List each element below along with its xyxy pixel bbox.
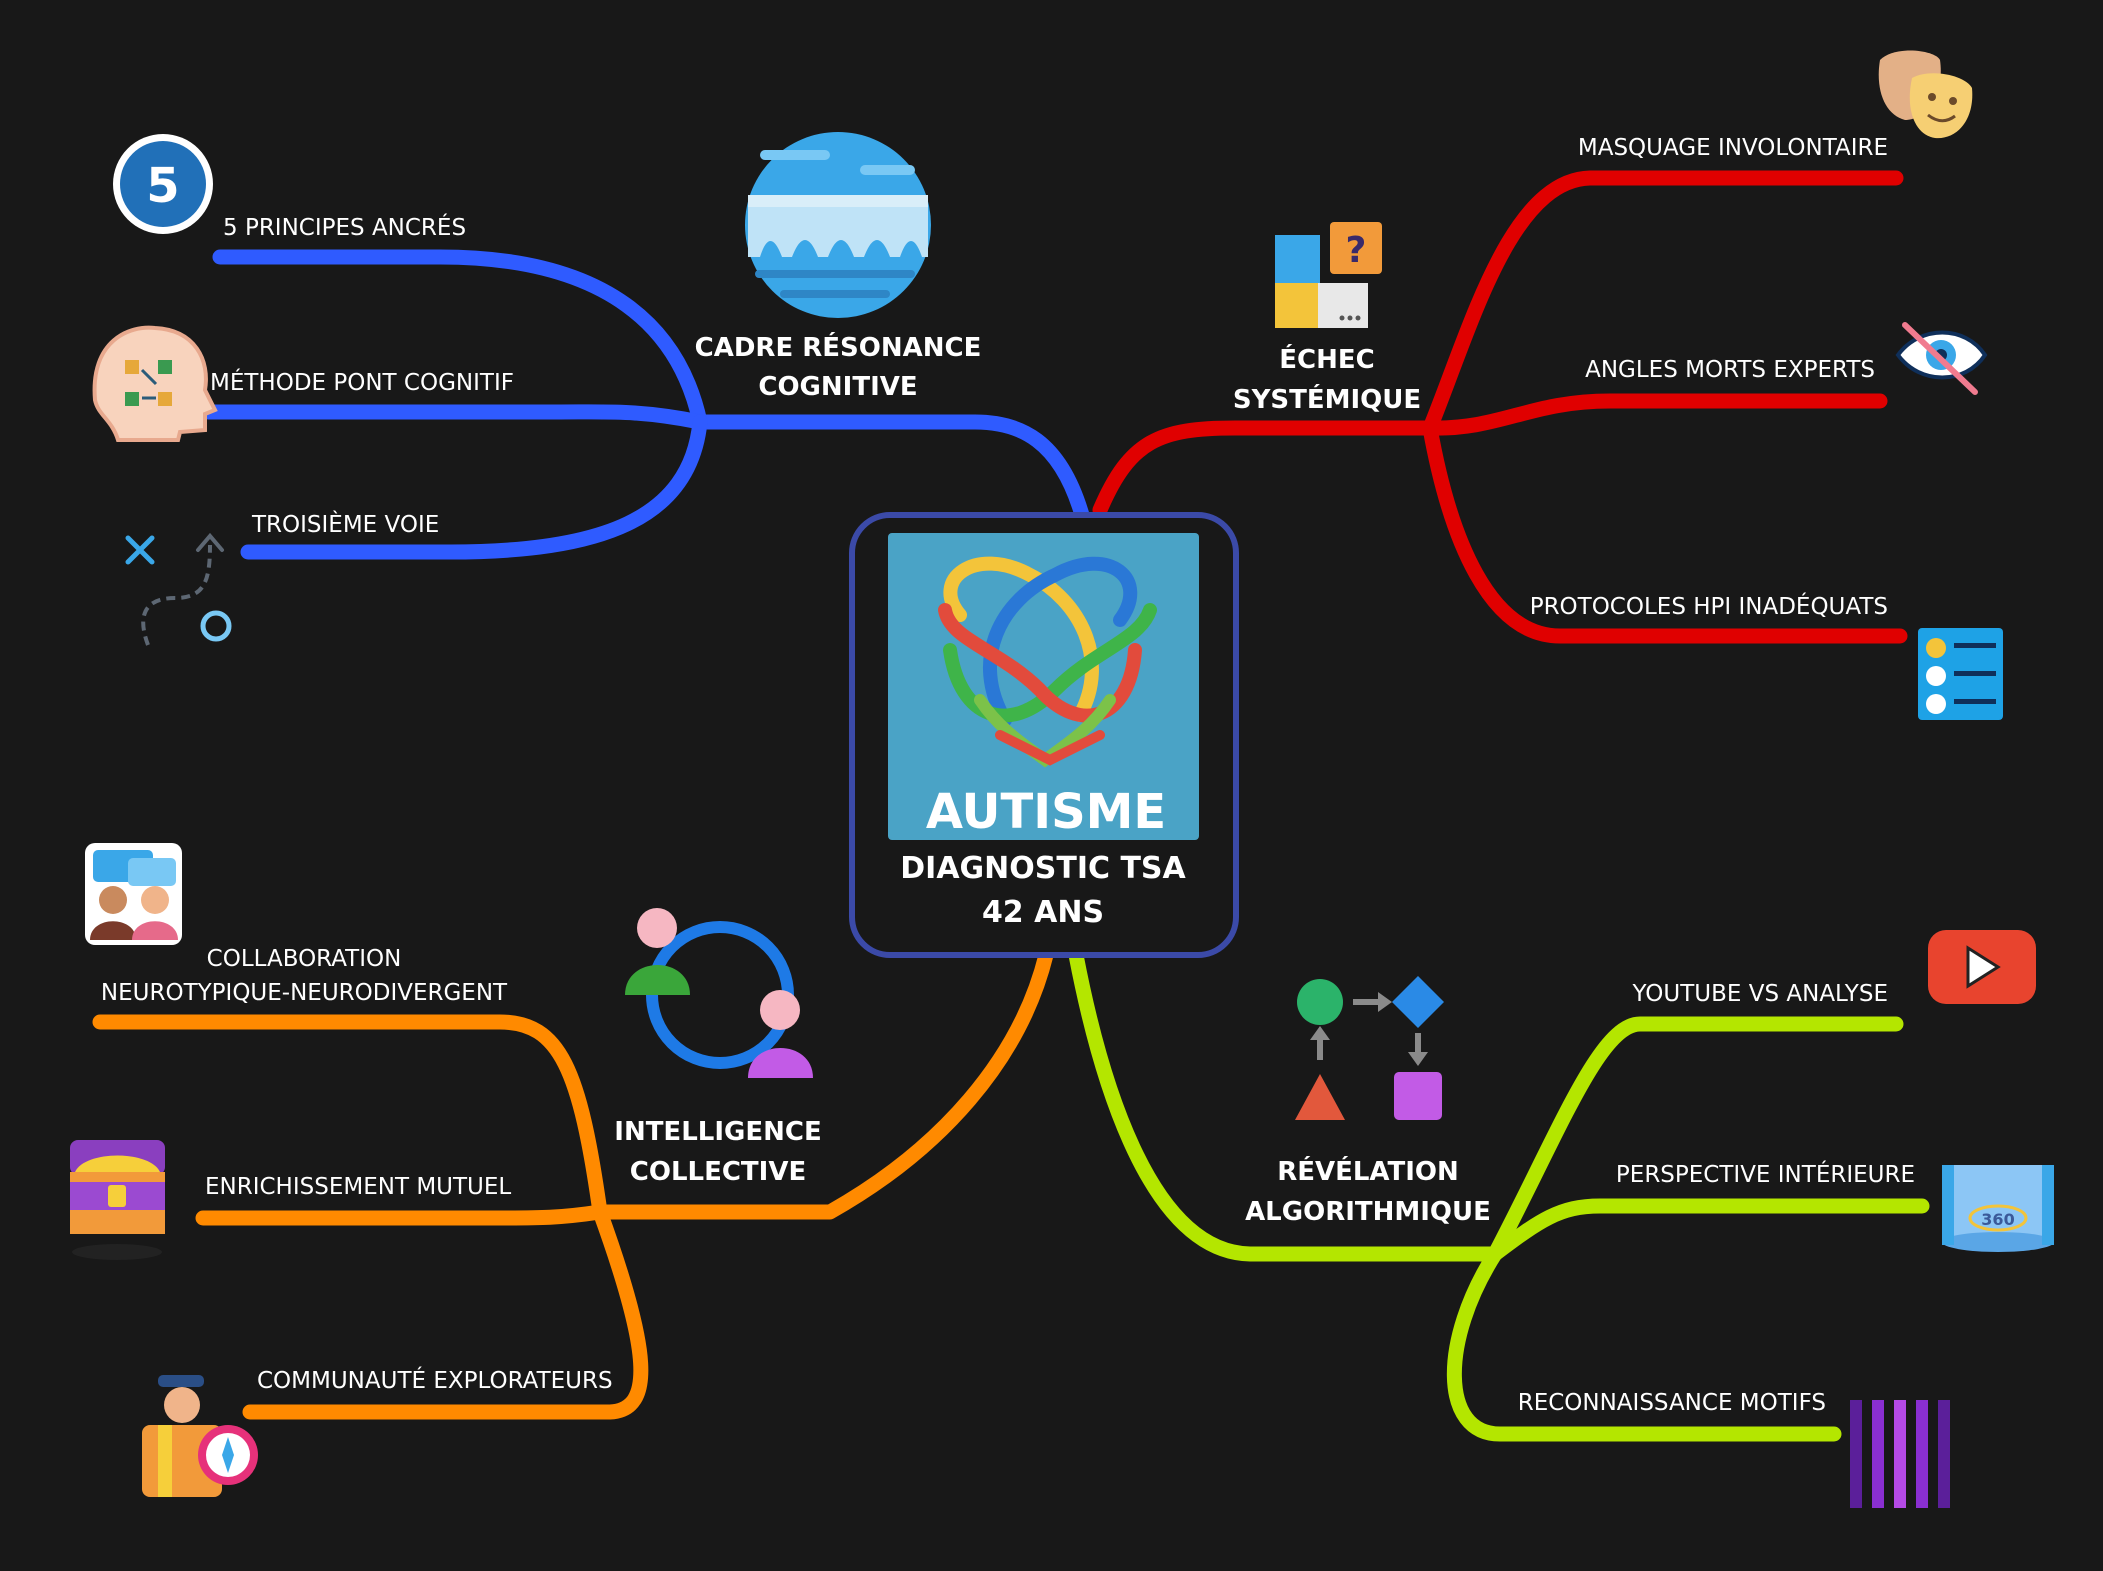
leaf-perspective[interactable]: 360 PERSPECTIVE INTÉRIEURE	[1616, 1160, 2054, 1252]
center-subtitle-line2: 42 ANS	[982, 895, 1104, 930]
view-360-icon: 360	[1942, 1165, 2054, 1252]
center-title: AUTISME	[926, 784, 1166, 840]
connector-center-intelligence	[592, 947, 1054, 1220]
people-cycle-icon	[625, 908, 813, 1078]
puzzle-question-icon: ?	[1275, 222, 1382, 328]
branch-intelligence-title-line1: INTELLIGENCE	[614, 1117, 821, 1147]
center-node[interactable]: AUTISME DIAGNOSTIC TSA 42 ANS	[849, 512, 1239, 958]
leaf-communaute-label: COMMUNAUTÉ EXPLORATEURS	[257, 1366, 613, 1394]
leaf-reconnaissance[interactable]: RECONNAISSANCE MOTIFS	[1518, 1390, 1950, 1508]
svg-text:?: ?	[1346, 230, 1367, 271]
people-chat-icon	[85, 843, 182, 945]
leaf-youtube-label: YOUTUBE VS ANALYSE	[1632, 981, 1889, 1007]
connector-revelation-youtube	[1487, 1016, 1904, 1262]
leaf-masquage-label: MASQUAGE INVOLONTAIRE	[1578, 135, 1888, 161]
connector-cadre-principes	[212, 249, 708, 430]
blind-eye-icon	[1895, 322, 1988, 395]
connector-echec-protocoles	[1422, 420, 1908, 644]
number-five-icon: 5	[113, 134, 213, 234]
leaf-collaboration[interactable]: COLLABORATION NEUROTYPIQUE-NEURODIVERGEN…	[85, 843, 508, 1006]
leaf-protocoles[interactable]: PROTOCOLES HPI INADÉQUATS	[1530, 592, 2003, 720]
leaf-masquage[interactable]: MASQUAGE INVOLONTAIRE	[1578, 50, 1973, 161]
leaf-youtube[interactable]: YOUTUBE VS ANALYSE	[1632, 930, 2037, 1007]
connector-center-cadre	[692, 414, 1090, 523]
leaf-principes[interactable]: 5 5 PRINCIPES ANCRÉS	[113, 134, 466, 241]
connector-cadre-troisieme	[240, 414, 708, 560]
leaf-collaboration-label-line2: NEUROTYPIQUE-NEURODIVERGENT	[101, 980, 508, 1006]
branch-cadre-title-line2: COGNITIVE	[758, 372, 917, 402]
branch-revelation-title-line1: RÉVÉLATION	[1277, 1155, 1459, 1187]
bridge-icon	[745, 132, 931, 318]
connector-center-revelation	[1068, 947, 1503, 1262]
barcode-stripes-icon	[1850, 1400, 1950, 1508]
branch-intelligence[interactable]: INTELLIGENCE COLLECTIVE	[614, 908, 822, 1187]
connector-cadre-methode	[200, 404, 708, 430]
connector-intelligence-collaboration	[92, 1014, 608, 1220]
branch-intelligence-title-line2: COLLECTIVE	[630, 1157, 806, 1187]
connector-revelation-perspective	[1487, 1198, 1930, 1262]
branch-echec-connectors	[1092, 170, 1908, 644]
branch-echec-title-line1: ÉCHEC	[1279, 343, 1374, 375]
branch-cadre-title-line1: CADRE RÉSONANCE	[695, 331, 982, 363]
algorithm-flow-icon	[1295, 976, 1444, 1120]
branch-echec-title-line2: SYSTÉMIQUE	[1233, 383, 1421, 415]
checklist-icon	[1918, 628, 2003, 720]
leaf-enrichissement[interactable]: ENRICHISSEMENT MUTUEL	[70, 1140, 511, 1260]
leaf-troisieme-label: TROISIÈME VOIE	[251, 510, 439, 538]
leaf-angles-label: ANGLES MORTS EXPERTS	[1585, 357, 1875, 383]
number-five-text: 5	[146, 158, 179, 214]
branch-revelation-title-line2: ALGORITHMIQUE	[1245, 1197, 1491, 1227]
branch-intelligence-connectors	[92, 947, 1054, 1420]
youtube-play-icon	[1928, 930, 2036, 1004]
connector-center-echec	[1092, 420, 1438, 518]
connector-echec-angles	[1422, 393, 1888, 436]
branch-revelation-connectors	[1068, 947, 1930, 1442]
leaf-troisieme[interactable]: TROISIÈME VOIE	[125, 510, 439, 646]
branch-cadre-connectors	[200, 249, 1090, 560]
connector-revelation-reconnaissance	[1446, 1246, 1842, 1442]
branch-echec[interactable]: ? ÉCHEC SYSTÉMIQUE	[1233, 222, 1421, 415]
branch-revelation[interactable]: RÉVÉLATION ALGORITHMIQUE	[1245, 976, 1491, 1227]
leaf-collaboration-label-line1: COLLABORATION	[207, 946, 402, 972]
center-subtitle-line1: DIAGNOSTIC TSA	[900, 851, 1186, 886]
head-process-icon	[92, 325, 218, 442]
treasure-chest-icon	[70, 1140, 165, 1260]
connector-echec-masquage	[1422, 170, 1904, 436]
autism-ribbon-heart-icon	[938, 556, 1157, 768]
leaf-principes-label: 5 PRINCIPES ANCRÉS	[223, 213, 466, 241]
leaf-communaute[interactable]: COMMUNAUTÉ EXPLORATEURS	[142, 1366, 613, 1497]
leaf-methode-label: MÉTHODE PONT COGNITIF	[210, 368, 514, 396]
explorer-compass-icon	[142, 1375, 258, 1497]
leaf-reconnaissance-label: RECONNAISSANCE MOTIFS	[1518, 1390, 1826, 1416]
leaf-perspective-label: PERSPECTIVE INTÉRIEURE	[1616, 1160, 1915, 1188]
view-360-text: 360	[1981, 1210, 2014, 1229]
leaf-methode[interactable]: MÉTHODE PONT COGNITIF	[92, 325, 514, 442]
theater-masks-icon	[1878, 50, 1973, 139]
leaf-enrichissement-label: ENRICHISSEMENT MUTUEL	[205, 1174, 511, 1200]
branch-cadre[interactable]: CADRE RÉSONANCE COGNITIVE	[695, 132, 982, 402]
strategy-path-icon	[125, 532, 232, 646]
leaf-angles[interactable]: ANGLES MORTS EXPERTS	[1585, 322, 1988, 395]
connector-intelligence-communaute	[242, 1204, 649, 1420]
connector-intelligence-enrichissement	[195, 1204, 608, 1226]
leaf-protocoles-label: PROTOCOLES HPI INADÉQUATS	[1530, 592, 1888, 620]
